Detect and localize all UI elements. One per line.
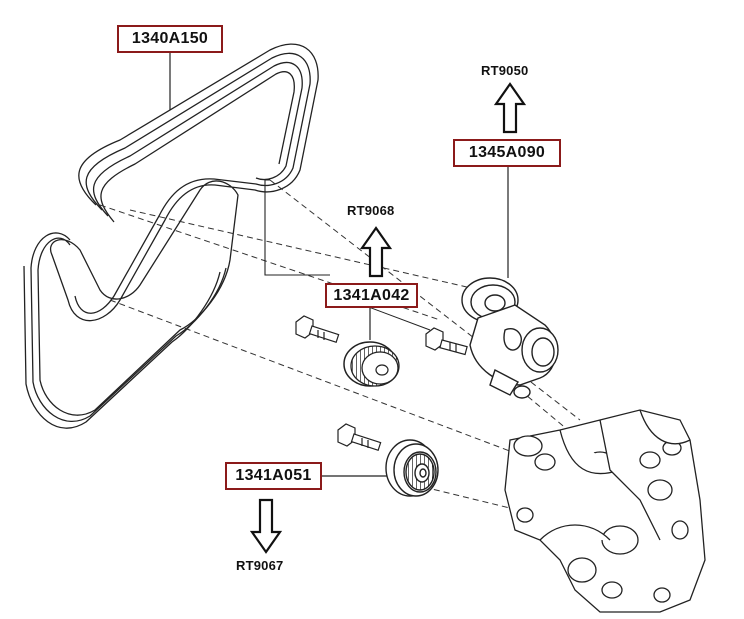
arrow-up-icon [493, 82, 527, 134]
tensioner-part-number[interactable]: 1345A090 [453, 139, 561, 167]
idler-upper-ref-label[interactable]: RT9068 [347, 203, 395, 218]
idler-pulley-lower[interactable] [385, 439, 439, 497]
idler-lower-ref-label[interactable]: RT9067 [236, 558, 284, 573]
idler-lower-part-number[interactable]: 1341A051 [225, 462, 322, 490]
arrow-up-icon [359, 226, 393, 278]
bolt [295, 315, 340, 344]
mounting-bracket [504, 409, 706, 613]
drive-belt[interactable] [23, 43, 319, 429]
arrow-down-icon [249, 498, 283, 554]
bolt [425, 327, 468, 356]
bolt [337, 423, 382, 452]
idler-pulley-upper[interactable] [343, 341, 400, 387]
tensioner-ref-label[interactable]: RT9050 [481, 63, 529, 78]
belt-tensioner[interactable] [461, 277, 559, 399]
idler-upper-part-number[interactable]: 1341A042 [325, 283, 418, 308]
belt-part-number[interactable]: 1340A150 [117, 25, 223, 53]
